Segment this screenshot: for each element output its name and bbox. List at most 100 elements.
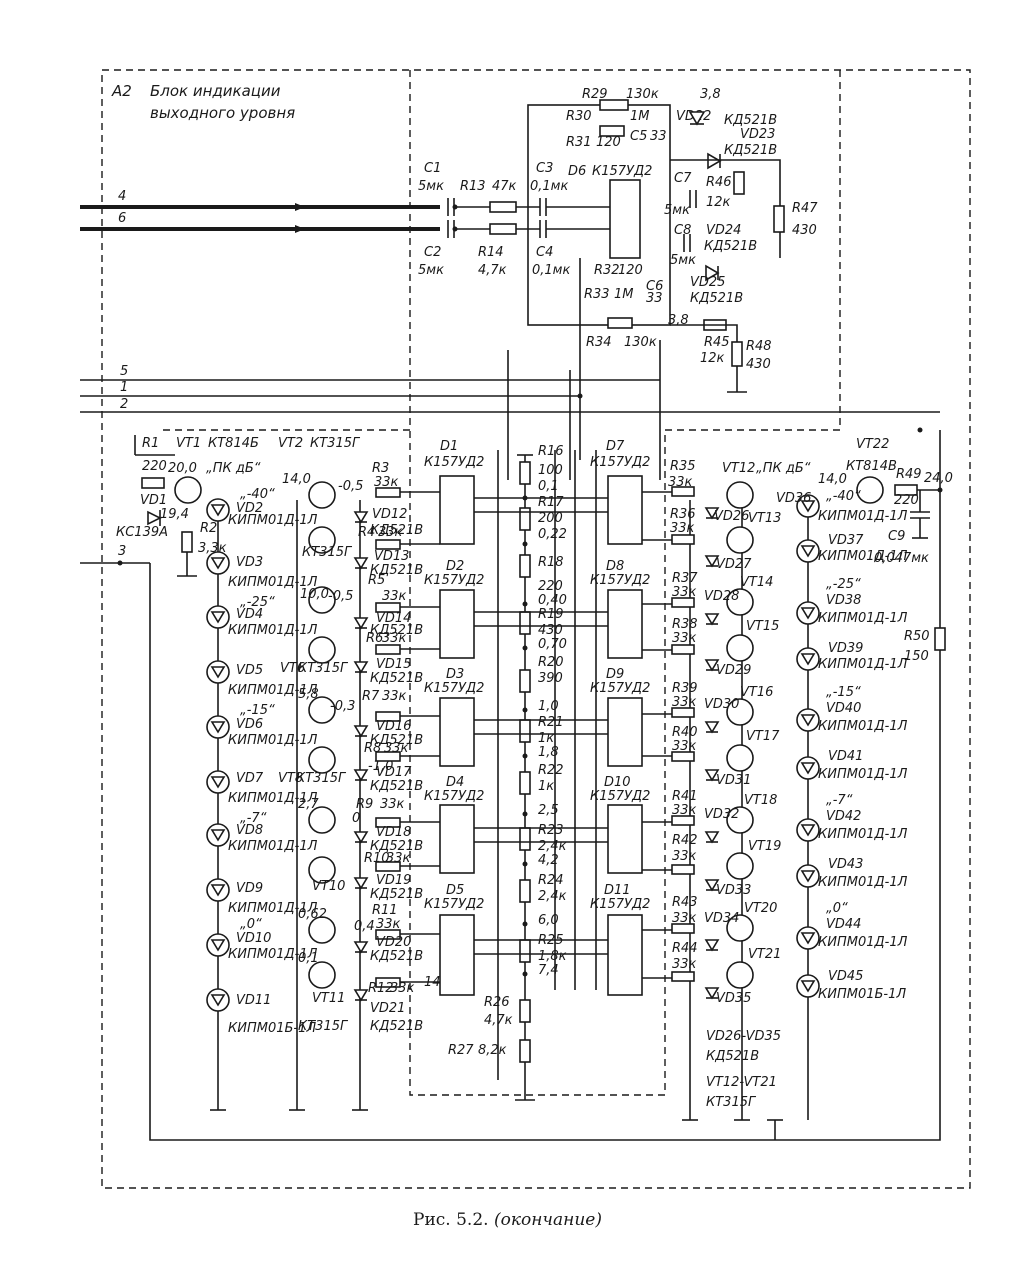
led-vd5: VD5 КИПМ01Д-1Л — [206, 660, 318, 698]
v-left-9: 0,1 — [298, 951, 319, 966]
pk-label-left: „ПК дБ“ — [206, 461, 261, 476]
r39-value: 33к — [672, 695, 697, 710]
ic-d11 — [607, 914, 643, 996]
tr-label-vt10: VT10 — [312, 879, 345, 894]
r12-value: 33к — [390, 981, 415, 996]
left-led-column: VD2 КИПМ01Д-1Л „-40“ VD3 КИПМ01Д-1Л VD4 … — [206, 487, 318, 1036]
vd-type: КД521В — [370, 733, 423, 748]
led-type: КИПМ01Д-1Л — [818, 509, 908, 524]
r13-value: 47к — [492, 179, 517, 194]
note-diodes: VD26-VD35 — [706, 1029, 781, 1044]
r3-value: 33к — [374, 475, 399, 490]
r6-value: 33к — [382, 631, 407, 646]
ic-type: К157УД2 — [424, 681, 484, 696]
led-vd9: VD9 КИПМ01Д-1Л — [206, 878, 318, 916]
r33-label: R33 — [584, 287, 610, 302]
d1-label: D1 — [440, 439, 458, 454]
r32-value: 120 — [618, 263, 643, 278]
led-db: „-7“ — [826, 793, 853, 808]
vd21-label: VD21 — [370, 1001, 405, 1016]
note-diodes-type: КД521В — [706, 1049, 759, 1064]
r14-label: R14 — [478, 245, 504, 260]
d5-label: D5 — [446, 883, 464, 898]
v-left-0: -0,5 — [338, 479, 363, 494]
led-label: VD39 — [828, 641, 863, 656]
led-type: КИПМ01Д-1Л — [818, 767, 908, 782]
ic-d8 — [607, 589, 643, 659]
r23-label: R23 — [538, 823, 564, 838]
tr-type: КТ315Г — [298, 661, 349, 676]
led-type: КИПМ01Б-1Л — [228, 1021, 316, 1036]
r24-label: R24 — [538, 873, 564, 888]
vt1-transistor — [174, 476, 202, 504]
led-vd44: VD44 КИПМ01Д-1Л „0“ — [796, 901, 908, 950]
r10-label: R10 — [364, 851, 390, 866]
ic-d9 — [607, 697, 643, 767]
vd15-label: VD15 — [376, 657, 411, 672]
input-label-2: 2 — [120, 397, 128, 412]
led-type: КИПМ01Д-1Л — [818, 935, 908, 950]
r14-value: 4,7к — [478, 263, 507, 278]
node-v-8: 6,0 — [538, 913, 559, 928]
ic-d1 — [439, 475, 475, 545]
r35-label: R35 — [670, 459, 696, 474]
d10-label: D10 — [604, 775, 631, 790]
led-type: КИПМ01Д-1Л — [228, 733, 318, 748]
ic-d2 — [439, 589, 475, 659]
led-label: VD11 — [236, 993, 271, 1008]
c4-value: 0,1мк — [532, 263, 570, 278]
r45-value: 12к — [700, 351, 725, 366]
r3-label: R3 — [372, 461, 389, 476]
led-label: VD4 — [236, 607, 263, 622]
r30-label: R30 — [566, 109, 592, 124]
node-v-1: 0,22 — [538, 527, 567, 542]
vd35-label: VD35 — [716, 991, 751, 1006]
center-subsection-outline — [409, 70, 841, 1096]
vt22-transistor — [856, 476, 884, 504]
vt12-label: VT12 — [722, 461, 755, 476]
v-left-5: -1,0 — [368, 759, 393, 774]
right-led-column: VD36 КИПМ01Д-1Л „-40“ VD37 КИПМ01Д-1Л VD… — [776, 489, 908, 1002]
c7-label: C7 — [674, 171, 692, 186]
vd-type: КД521В — [370, 839, 423, 854]
vd1-type: КС139А — [116, 525, 168, 540]
node-v-4: 1,0 — [538, 699, 559, 714]
tr-label-vt8: VT8 — [278, 771, 303, 786]
led-label: VD45 — [828, 969, 863, 984]
led-db: „-40“ — [240, 487, 275, 502]
led-type: КИПМ01Д-1Л — [228, 513, 318, 528]
led-label: VD43 — [828, 857, 863, 872]
r37-value: 33к — [672, 585, 697, 600]
r12-label: R12 — [368, 981, 394, 996]
c6-label: C6 — [646, 279, 663, 294]
led-label: VD6 — [236, 717, 263, 732]
left-transistor-column: КТ315Г VT6 КТ315Г VT8 КТ315Г VT10 VT11 К… — [278, 479, 453, 1034]
led-label: VD3 — [236, 555, 263, 570]
d7-label: D7 — [606, 439, 625, 454]
vt1-label: VT1 — [176, 436, 201, 451]
vt14-label: VT14 — [740, 575, 773, 590]
r44-label: R44 — [672, 941, 698, 956]
d4-label: D4 — [446, 775, 464, 790]
r7-value: 33к — [382, 689, 407, 704]
c1-label: C1 — [424, 161, 441, 176]
vd24-type: КД521В — [704, 239, 757, 254]
r1-value: 220 — [142, 459, 167, 474]
led-label: VD9 — [236, 881, 263, 896]
r22-value: 1к — [538, 779, 554, 794]
vd30-label: VD30 — [704, 697, 739, 712]
r47-value: 430 — [792, 223, 817, 238]
ic-d7 — [607, 475, 643, 545]
node-v-6: 2,5 — [538, 803, 559, 818]
r33-value: 1М — [614, 287, 634, 302]
r4-value: 33к — [378, 525, 403, 540]
caption-prefix: Рис. 5.2. — [413, 1210, 489, 1230]
r18-label: R18 — [538, 555, 564, 570]
r40-label: R40 — [672, 725, 698, 740]
led-db: „-25“ — [826, 577, 861, 592]
led-db: „-15“ — [240, 703, 275, 718]
led-vd41: VD41 КИПМ01Д-1Л — [796, 749, 908, 782]
c3-label: C3 — [536, 161, 553, 176]
vd34-label: VD34 — [704, 911, 739, 926]
vd25-type: КД521В — [690, 291, 743, 306]
